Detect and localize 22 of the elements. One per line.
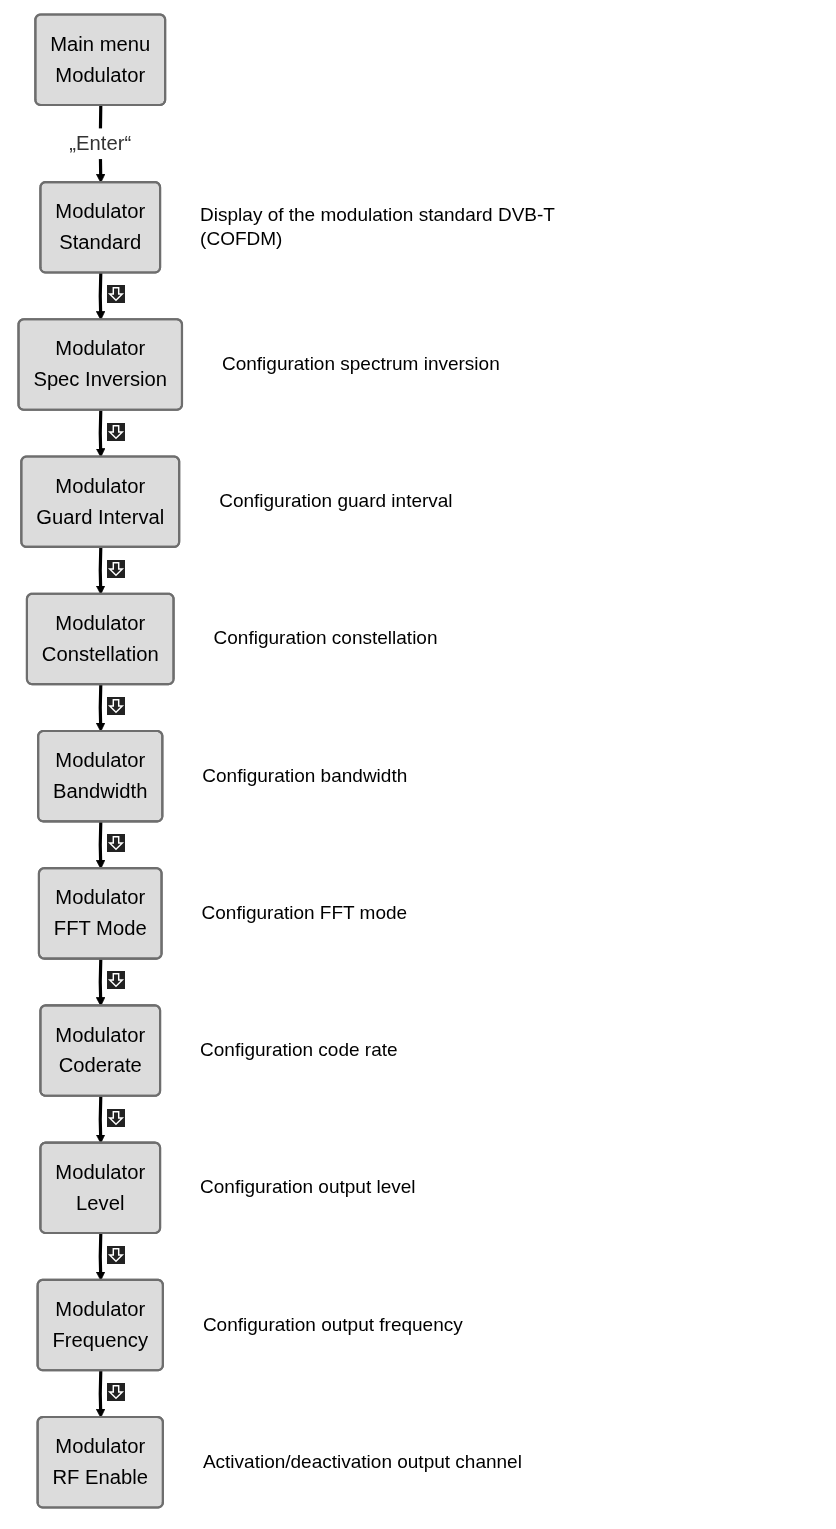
step-description: Display of the modulation standard DVB-T (COFDM) (200, 202, 556, 252)
step-description: Configuration guard interval (219, 489, 454, 514)
menu-screen-box: Modulator RF Enable (36, 1416, 164, 1509)
menu-screen-box: Modulator Coderate (39, 1004, 162, 1097)
step-description: Configuration output frequency (202, 1312, 464, 1337)
step-description: Configuration FFT mode (201, 900, 409, 925)
step-description: Configuration constellation (213, 626, 439, 651)
menu-screen-box: Modulator Level (39, 1141, 162, 1235)
arrow (95, 1370, 106, 1418)
menu-screen-box: Modulator Frequency (36, 1278, 164, 1372)
step-description: Configuration bandwidth (202, 763, 409, 788)
menu-screen-box: Modulator Guard Interval (20, 455, 181, 548)
step-description: Configuration code rate (200, 1038, 399, 1063)
menu-screen-box: Modulator Standard (39, 181, 162, 274)
menu-screen-box: Modulator Constellation (25, 592, 175, 686)
menu-screen-box: Modulator FFT Mode (37, 867, 163, 960)
step-description: Configuration output level (200, 1175, 417, 1200)
menu-screen-box: Main menu Modulator (34, 13, 167, 106)
step-description: Activation/deactivation output channel (202, 1449, 523, 1474)
menu-screen-box: Modulator Bandwidth (37, 729, 164, 823)
step-description: Configuration spectrum inversion (222, 352, 501, 376)
menu-screen-box: Modulator Spec Inversion (17, 318, 184, 411)
